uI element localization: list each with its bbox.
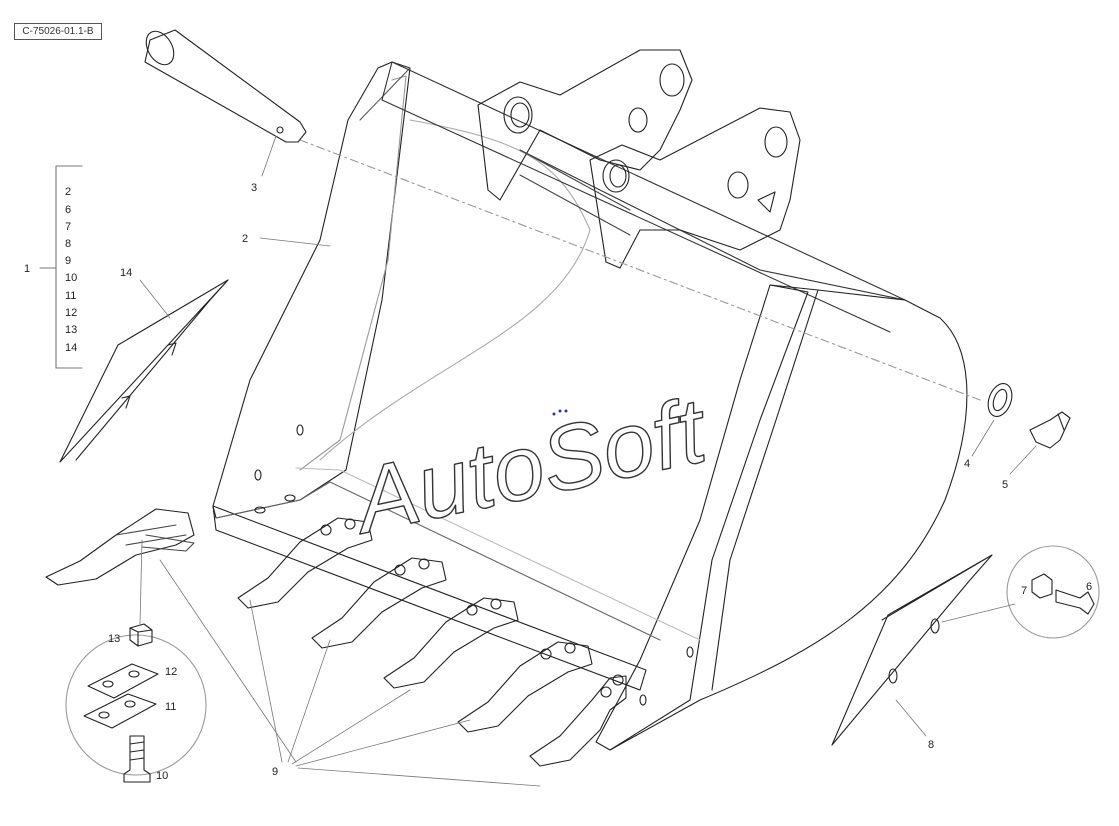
bucket-body (212, 61, 968, 751)
lynch-pin-part-5 (1029, 411, 1071, 449)
right-side-plate (595, 284, 968, 751)
bolt-part-6 (1055, 589, 1095, 615)
watermark-dots (552, 409, 568, 416)
callout-6: 6 (1086, 581, 1092, 593)
edge-bolt-hole (254, 506, 266, 514)
left-side-plate-inner (299, 75, 407, 471)
kit-item: 12 (65, 307, 77, 319)
pin-body (144, 29, 307, 143)
detail-circle-bolt (1006, 545, 1100, 639)
front-bracket-pin-boss-inner (609, 164, 627, 188)
kit-bracket (55, 165, 83, 369)
callout-4: 4 (964, 458, 970, 470)
pin-axis (299, 139, 981, 401)
bucket-tooth (383, 597, 519, 689)
callout-2: 2 (242, 233, 248, 245)
pin-head (145, 30, 175, 66)
leader-lines (139, 135, 1037, 787)
kit-item: 9 (65, 255, 71, 267)
pin-bar (519, 149, 631, 236)
bucket-tooth (311, 557, 447, 649)
right-side-plate-edge (711, 289, 819, 691)
side-cutter-part-8 (831, 554, 993, 746)
nut-part-7 (1031, 573, 1053, 599)
rear-bracket-hole (659, 63, 685, 97)
left-side-bevel (359, 67, 411, 121)
bucket-tooth (529, 674, 627, 767)
side-bolt-hole (639, 694, 647, 706)
side-cutter-8-hole (930, 618, 940, 634)
rear-bracket (477, 49, 693, 201)
detail-circle-fasteners (65, 634, 207, 776)
front-bracket-pin-boss (602, 159, 630, 193)
callout-12: 12 (165, 666, 177, 678)
kit-item: 11 (65, 290, 76, 302)
callout-3: 3 (251, 182, 257, 194)
rear-bracket-pin-boss (503, 96, 533, 134)
cutting-edge (212, 505, 647, 691)
back-plate (319, 119, 591, 461)
bucket-tooth (457, 641, 593, 733)
kit-item: 8 (65, 238, 71, 250)
callout-5: 5 (1002, 479, 1008, 491)
kit-item: 13 (65, 324, 77, 336)
edge-bolt-hole (284, 494, 296, 502)
right-side-plate-front (609, 284, 809, 751)
callout-11: 11 (165, 701, 176, 713)
cutting-edge-top (215, 481, 661, 641)
bolt-part-10 (123, 735, 151, 783)
mounting-brackets (299, 49, 981, 401)
shim-part-12 (87, 663, 159, 699)
side-bolt-hole (686, 646, 694, 658)
side-bolt-hole (254, 469, 262, 481)
kit-label: 1 (24, 263, 30, 275)
bucket-tooth (237, 517, 373, 609)
callout-14: 14 (120, 267, 132, 279)
kit-item: 7 (65, 221, 71, 233)
callout-10: 10 (156, 770, 168, 782)
callout-13: 13 (108, 633, 120, 645)
bottom-plate (295, 467, 701, 641)
shim-part-11 (83, 693, 157, 729)
shim-12-hole (128, 670, 140, 678)
kit-item: 6 (65, 204, 71, 216)
kit-item: 14 (65, 342, 77, 354)
washer-part-4-inner (992, 388, 1008, 412)
loose-tooth (45, 508, 195, 586)
callout-9: 9 (272, 766, 278, 778)
teeth-part-9 (45, 508, 627, 767)
top-bar-edge (519, 149, 906, 301)
pin-part-3 (144, 29, 307, 143)
callout-7: 7 (1021, 585, 1027, 597)
front-bracket-slot (757, 191, 776, 213)
shim-11-hole (98, 711, 110, 719)
side-bolt-hole (296, 424, 304, 436)
rear-bracket-hole (628, 107, 648, 133)
front-bracket-hole (727, 171, 749, 199)
top-cross-bar (381, 61, 906, 333)
watermark: AutoSoft (342, 379, 717, 554)
kit-item: 2 (65, 186, 71, 198)
drawing-reference: C-75026-01.1-B (14, 23, 102, 40)
shim-12-hole (102, 680, 114, 688)
nut-part-13 (129, 623, 153, 647)
kit-item: 10 (65, 272, 77, 284)
side-cutter-8-hole (888, 668, 898, 684)
callout-8: 8 (928, 739, 934, 751)
front-bracket-hole (764, 126, 788, 158)
side-cutter-14-slot (121, 342, 177, 409)
rear-bracket-pin-boss-inner (510, 102, 530, 128)
pin-hole (276, 126, 284, 134)
front-bracket (589, 107, 801, 269)
shim-11-hole (124, 700, 136, 708)
washer-part-4 (987, 383, 1013, 417)
side-cutter-part-14 (59, 279, 229, 463)
